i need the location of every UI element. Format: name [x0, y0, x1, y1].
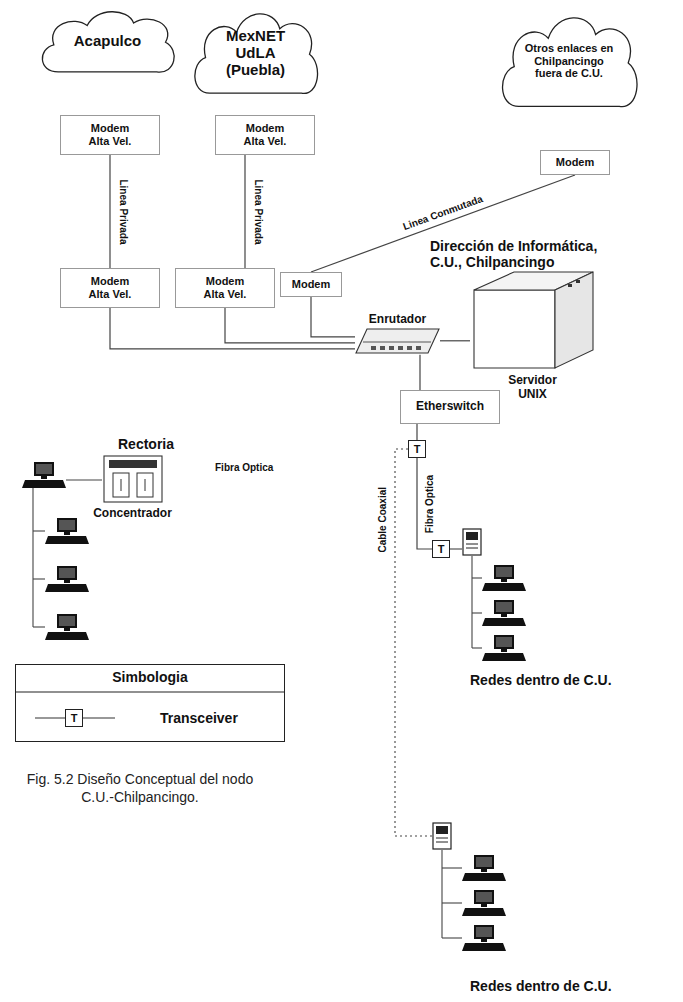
connector-line	[244, 155, 245, 268]
node-text: T	[438, 543, 445, 556]
connector-line	[416, 424, 417, 440]
diagram-label: Fibra Optica	[215, 462, 273, 474]
connector-line	[110, 308, 355, 349]
diagram-label: Dirección de Informática, C.U., Chilpanc…	[430, 238, 620, 270]
cloud-node: Otros enlaces en Chilpancingo fuera de C…	[495, 8, 643, 114]
node-text: Otros enlaces en Chilpancingo fuera de C…	[523, 42, 615, 80]
connector-line	[440, 340, 470, 341]
unix-server-symbol	[470, 270, 595, 370]
box-box: Modem	[280, 272, 342, 297]
server-box: Servidor UNIX	[470, 270, 595, 402]
box-box: Modem	[540, 150, 610, 175]
node-text: T	[414, 443, 421, 456]
node-text: MexNET UdLA (Puebla)	[214, 27, 297, 79]
node-text: Enrutador	[369, 313, 426, 327]
node-text: Modem Alta Vel.	[201, 275, 249, 300]
diagram-label: Redes dentro de C.U.	[470, 672, 612, 688]
node-text: Servidor UNIX	[498, 374, 568, 402]
transceiver-box: T	[408, 440, 426, 458]
figure-caption: Fig. 5.2 Diseño Conceptual del nodo C.U.…	[20, 770, 260, 806]
transceiver-box: T	[432, 540, 450, 558]
box-box: Modem Alta Vel.	[60, 115, 160, 155]
diagram-label: Rectoria	[118, 436, 174, 452]
node-text: Etherswitch	[416, 400, 484, 414]
connector-line	[311, 297, 355, 337]
edge-label: Linea Privada	[251, 177, 263, 246]
node-text: Modem Alta Vel.	[241, 122, 289, 147]
node-text: Modem Alta Vel.	[86, 122, 134, 147]
diagram-label: Cable Coaxial	[377, 485, 389, 555]
cloud-node: MexNET UdLA (Puebla)	[188, 5, 323, 100]
edge-label: Linea Privada	[116, 177, 128, 246]
legend-title: Simbologia	[15, 669, 285, 685]
box-box: Etherswitch	[400, 390, 500, 424]
box-box: Modem Alta Vel.	[175, 268, 275, 308]
box-box: Modem Alta Vel.	[60, 268, 160, 308]
edge-label: Fibra Optica	[424, 472, 436, 534]
box-box: Modem Alta Vel.	[215, 115, 315, 155]
node-text: Modem	[556, 156, 595, 169]
router-symbol	[355, 327, 440, 355]
node-text: Modem Alta Vel.	[86, 275, 134, 300]
transceiver-sample: T	[65, 709, 83, 727]
cloud-node: Acapulco	[35, 5, 180, 77]
router-box: Enrutador	[350, 313, 445, 358]
concentrator-symbol	[103, 455, 163, 503]
node-text: Modem	[292, 278, 331, 291]
connector-line	[225, 308, 355, 343]
node-text: Concentrador	[93, 507, 172, 521]
connector-line	[419, 355, 420, 390]
hub-box: Concentrador	[85, 455, 180, 521]
legend-text: Transceiver	[160, 710, 238, 726]
diagram-label: Redes dentro de C.U.	[470, 978, 612, 994]
connector-line	[109, 155, 110, 268]
node-text: Acapulco	[74, 32, 142, 49]
